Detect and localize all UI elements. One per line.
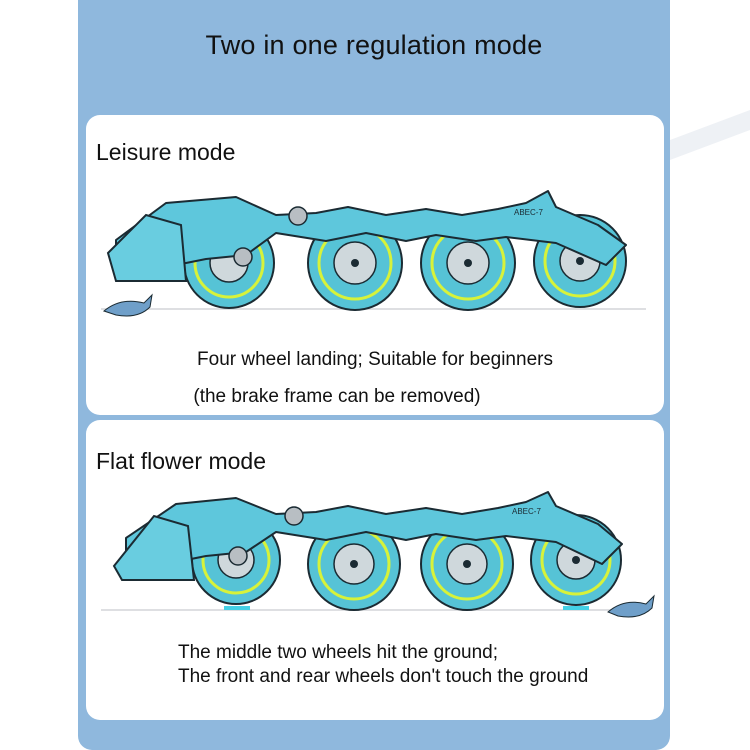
skate-frame-flat: ABEC-7	[101, 491, 655, 618]
shark-icon	[607, 594, 655, 618]
flat-mode-label: Flat flower mode	[96, 448, 267, 474]
flat-flower-mode-card: Flat flower mode ABEC-7 The middle two w…	[86, 420, 664, 720]
frame-label: ABEC-7	[512, 507, 541, 516]
frame-label: ABEC-7	[514, 208, 543, 217]
flat-caption-line2: The front and rear wheels don't touch th…	[178, 666, 589, 687]
shark-icon	[102, 293, 153, 317]
leisure-caption-line2: (the brake frame can be removed)	[193, 386, 481, 407]
ground-pad-front	[224, 606, 250, 610]
leisure-caption-line1: Four wheel landing; Suitable for beginne…	[197, 349, 553, 370]
leisure-mode-card: Leisure mode ABEC-7 Four wheel l	[86, 115, 664, 415]
leisure-mode-label: Leisure mode	[96, 139, 236, 165]
skate-frame-four-wheels: ABEC-7	[101, 190, 646, 317]
ground-pad-rear	[563, 606, 589, 610]
flat-caption-line1: The middle two wheels hit the ground;	[178, 642, 499, 663]
page-title: Two in one regulation mode	[205, 30, 543, 60]
